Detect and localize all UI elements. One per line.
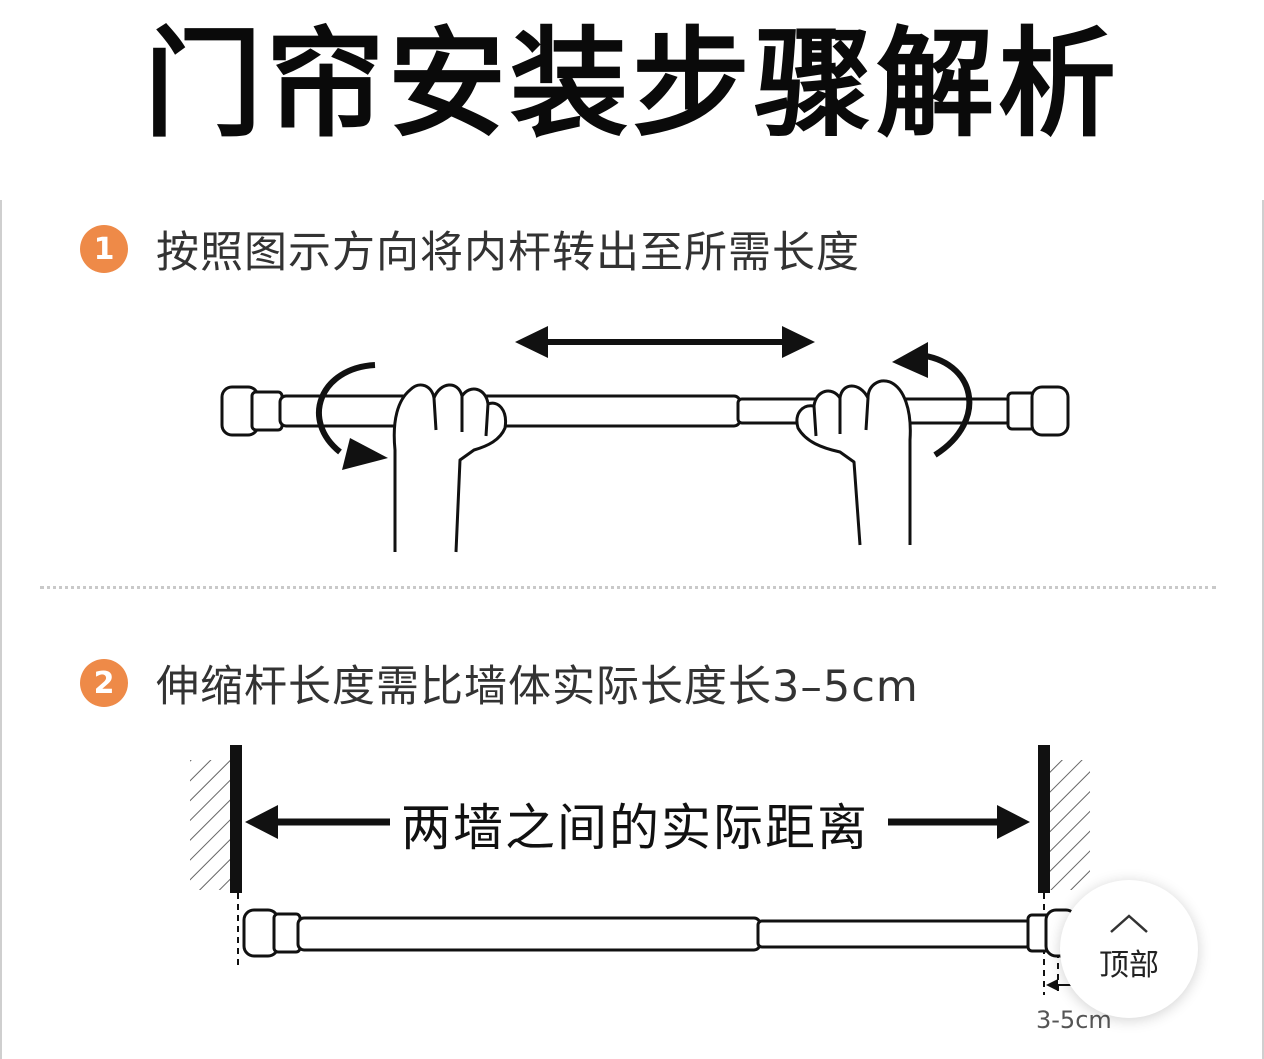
step-divider (40, 586, 1216, 589)
telescopic-rod-step1 (220, 385, 1070, 437)
rotate-arrow-right-icon (892, 342, 973, 458)
page-title: 门帘安装步骤解析 (143, 15, 1120, 153)
step-2: 2 伸缩杆长度需比墙体实际长度长3–5cm (80, 652, 919, 714)
step-2-badge: 2 (80, 659, 128, 707)
chevron-up-icon (1110, 914, 1148, 933)
step-2-text: 伸缩杆长度需比墙体实际长度长3–5cm (156, 662, 919, 712)
step-1: 1 按照图示方向将内杆转出至所需长度 (80, 218, 860, 280)
distance-label: 两墙之间的实际距离 (401, 799, 869, 857)
hand-right-icon (795, 379, 912, 546)
step-1-text: 按照图示方向将内杆转出至所需长度 (156, 228, 860, 278)
instruction-panel (0, 200, 1264, 1059)
wall-right (1038, 745, 1090, 893)
back-to-top-button[interactable]: 顶部 (1060, 880, 1198, 1018)
wall-left (190, 745, 242, 893)
step-1-badge: 1 (80, 225, 128, 273)
distance-arrows (245, 805, 1030, 839)
hand-left-icon (392, 383, 508, 553)
guide-lines (237, 893, 1059, 995)
telescopic-rod-step2 (242, 908, 1078, 958)
rotate-arrow-left-icon (316, 362, 388, 470)
extend-arrow (515, 326, 815, 358)
back-to-top-label: 顶部 (1099, 948, 1159, 983)
